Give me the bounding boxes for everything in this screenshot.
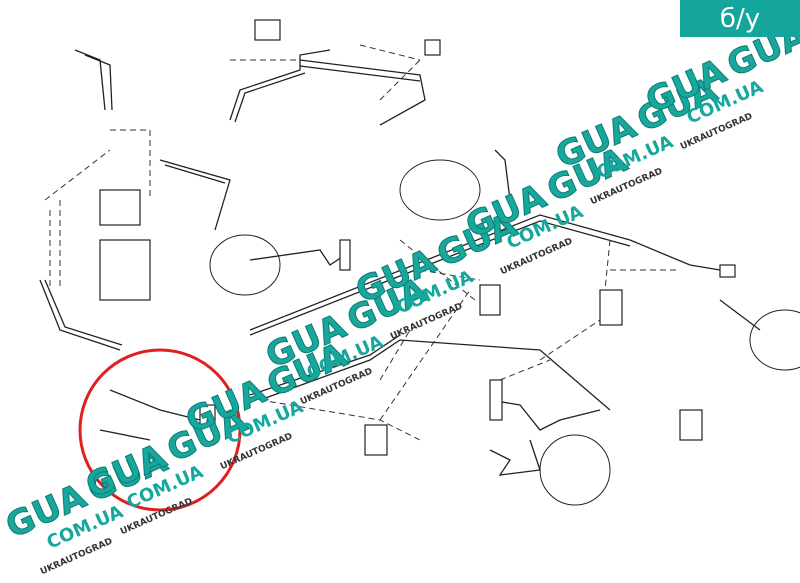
highlight-circle: [78, 348, 242, 512]
components: [99, 19, 736, 456]
brake-pipes: [39, 49, 761, 476]
brake-lines-diagram: [39, 19, 800, 512]
wheels: [209, 159, 800, 506]
leader-lines: [44, 44, 680, 441]
used-condition-badge: б/у: [680, 0, 800, 37]
